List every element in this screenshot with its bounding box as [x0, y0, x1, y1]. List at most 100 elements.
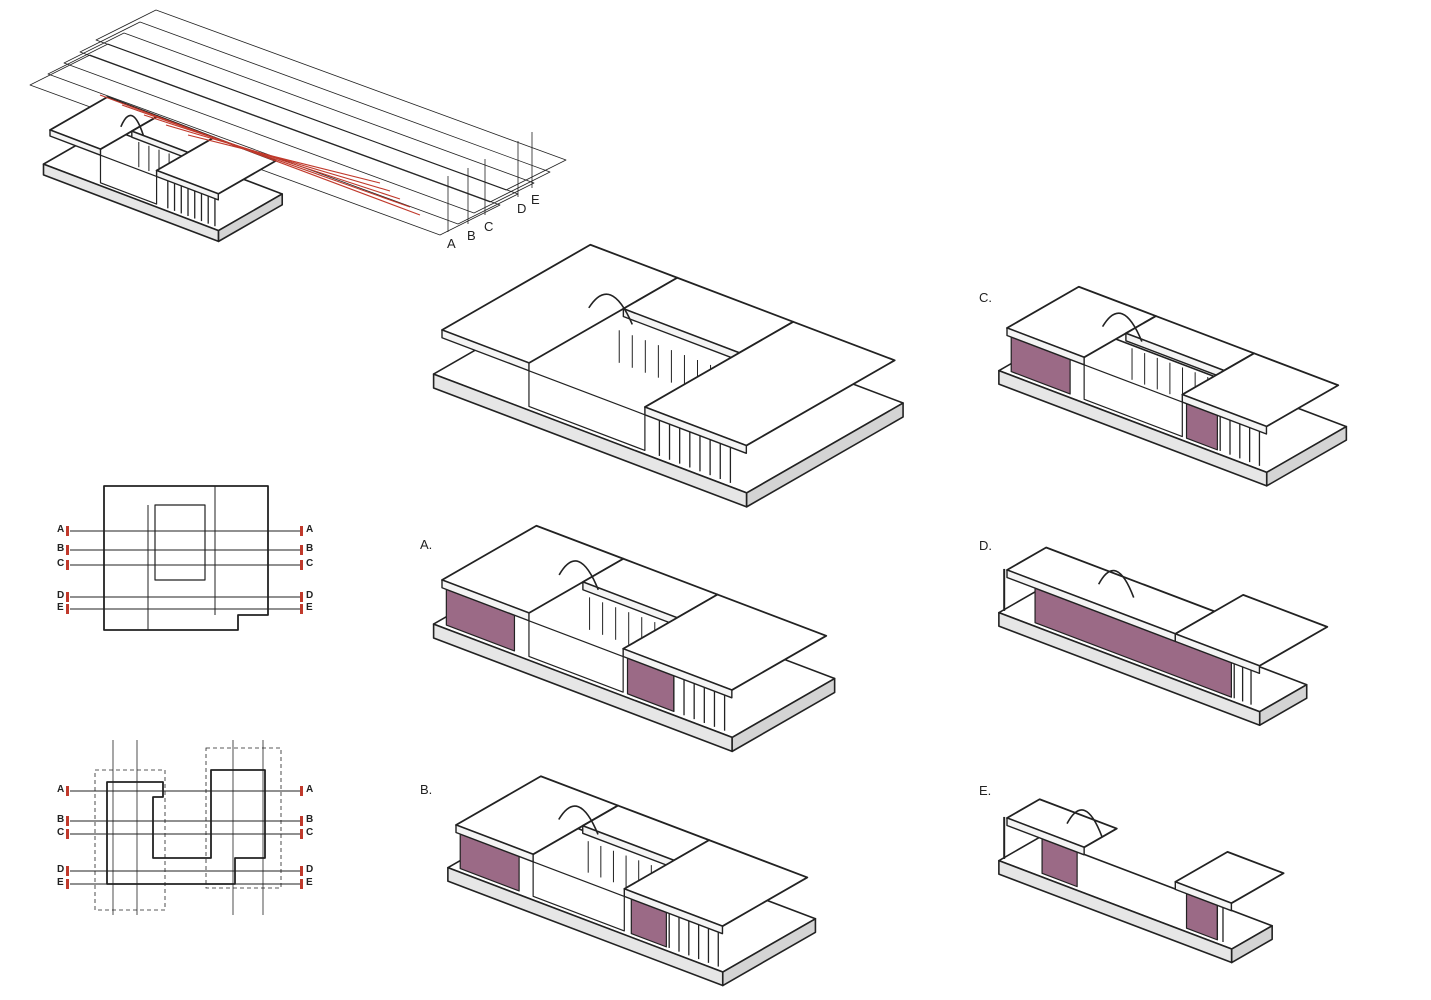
section-view-d — [998, 546, 1329, 726]
courtyard-opening — [528, 620, 624, 693]
roof-edge — [622, 648, 733, 699]
courtyard-opening — [532, 861, 625, 932]
floor-plan-dashed-outline — [94, 769, 166, 911]
roof-plan-label-right: A — [306, 524, 314, 535]
section-marker — [66, 592, 69, 602]
section-marker — [300, 560, 303, 570]
floor-plan-label-right: D — [306, 864, 314, 875]
roof-plan-label-left: B — [57, 543, 65, 554]
roof-plan — [66, 485, 303, 631]
section-marker — [66, 604, 69, 614]
floor-plan-label-right: E — [306, 877, 313, 888]
section-marker — [300, 526, 303, 536]
base-slab-side — [1230, 924, 1273, 964]
section-view-a — [432, 524, 836, 753]
floor-plan-label-right: A — [306, 784, 314, 795]
section-plane — [95, 9, 567, 191]
section-view-b — [447, 775, 817, 987]
key-label-e: E — [531, 192, 540, 207]
key-label-c: C — [484, 219, 494, 234]
roof-edge — [1174, 881, 1233, 912]
key-building — [42, 96, 284, 243]
section-marker — [66, 829, 69, 839]
vaulted-roof — [558, 560, 600, 591]
section-marker — [300, 592, 303, 602]
roof-edge — [623, 888, 724, 935]
red-section-line — [121, 104, 411, 208]
section-view-c — [998, 285, 1348, 487]
section-marker — [66, 786, 69, 796]
roof-edge — [1181, 393, 1268, 435]
floor-plan-label-right: C — [306, 827, 314, 838]
base-slab-side — [721, 917, 817, 987]
roof-plan-courtyard — [154, 504, 206, 581]
roof-plan-label-right: B — [306, 543, 314, 554]
floor-plan-label-left: A — [57, 784, 65, 795]
key-label-d: D — [517, 201, 527, 216]
floor-plan-label-left: E — [57, 877, 64, 888]
roof-plan-label-left: D — [57, 590, 65, 601]
key-label-b: B — [467, 228, 476, 243]
section-marker — [66, 560, 69, 570]
section-marker — [66, 816, 69, 826]
section-title-e: E. — [979, 783, 992, 798]
section-marker — [66, 526, 69, 536]
section-plane — [79, 21, 551, 203]
floor-plan-label-left: C — [57, 827, 65, 838]
base-slab-side — [217, 193, 284, 243]
roof-edge — [1006, 817, 1085, 856]
floor-plan-walls — [106, 769, 266, 885]
vaulted-roof — [558, 805, 599, 835]
vaulted-roof — [1097, 569, 1135, 598]
red-section-line — [187, 134, 381, 184]
section-title-d: D. — [979, 538, 992, 553]
roof-edge — [441, 329, 530, 372]
section-marker — [300, 604, 303, 614]
section-title-b: B. — [420, 782, 433, 797]
floor-plan-label-right: B — [306, 814, 314, 825]
section-marker — [66, 545, 69, 555]
floor-plan-dashed-outline — [205, 747, 282, 889]
roof-plan-label-right: C — [306, 558, 314, 569]
base-slab-side — [1258, 683, 1308, 726]
courtyard-opening — [1083, 364, 1183, 438]
floor-plan — [66, 740, 303, 915]
vaulted-roof — [1066, 809, 1103, 838]
roof-plan-label-left: E — [57, 602, 64, 613]
section-marker — [66, 866, 69, 876]
courtyard-opening — [99, 154, 158, 205]
section-marker — [66, 879, 69, 889]
red-section-line — [99, 94, 421, 216]
base-slab-side — [731, 677, 836, 753]
section-title-c: C. — [979, 290, 992, 305]
section-marker — [300, 879, 303, 889]
roof-plan-label-left: C — [57, 558, 65, 569]
roof-edge — [49, 129, 102, 156]
roof-plan-label-right: D — [306, 590, 314, 601]
section-marker — [300, 866, 303, 876]
vaulted-roof — [1101, 312, 1143, 342]
roof-plan-label-right: E — [306, 602, 313, 613]
roof-edge — [1006, 327, 1085, 366]
section-title-a: A. — [420, 537, 433, 552]
section-marker — [300, 786, 303, 796]
base-slab-side — [1265, 425, 1348, 487]
roof-edge — [441, 579, 530, 622]
roof-edge — [455, 824, 534, 863]
section-marker — [300, 545, 303, 555]
key-section-lines — [99, 94, 533, 232]
main-axonometric — [432, 243, 904, 508]
red-section-line — [143, 114, 401, 200]
roof-plan-label-left: A — [57, 524, 65, 535]
floor-plan-label-left: D — [57, 864, 65, 875]
floor-plan-label-left: B — [57, 814, 65, 825]
vaulted-roof — [588, 293, 634, 325]
section-marker — [300, 816, 303, 826]
roof-edge — [1174, 633, 1261, 675]
roof-edge — [644, 406, 748, 455]
roof-edge — [155, 169, 220, 201]
courtyard-opening — [528, 370, 646, 452]
vaulted-roof — [120, 114, 145, 136]
section-marker — [300, 829, 303, 839]
